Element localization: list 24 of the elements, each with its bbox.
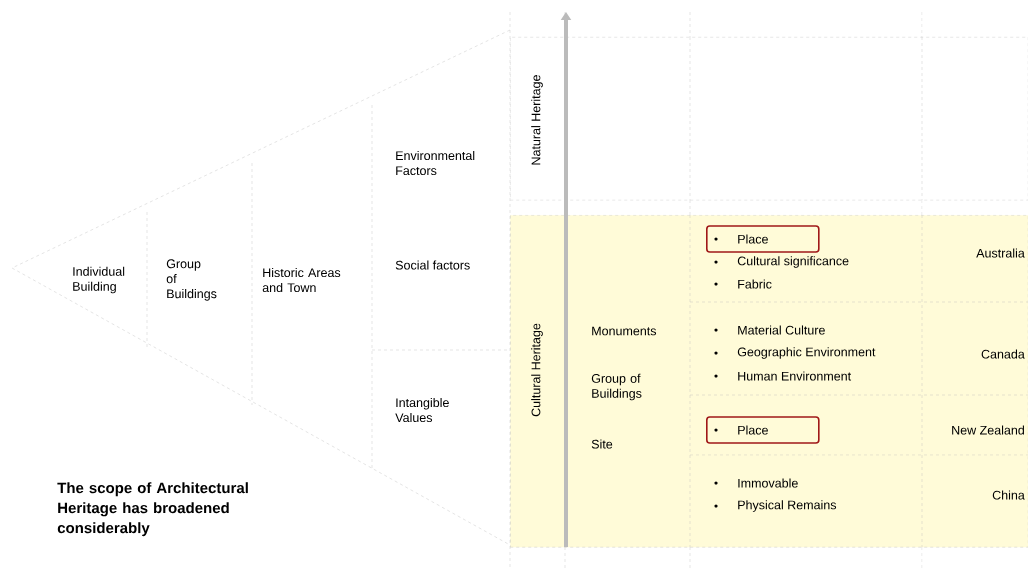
label: New Zealand	[952, 425, 1024, 435]
label: Material Culture	[738, 325, 825, 335]
label: Group of Buildings	[166, 259, 217, 301]
label: Historic Areas and Town	[262, 267, 341, 293]
label: Intangible Values	[395, 397, 449, 423]
label: Individual Building	[73, 266, 125, 294]
label: Environmental Factors	[396, 150, 475, 176]
label: Canada	[981, 349, 1025, 359]
label: Physical Remains	[738, 500, 837, 512]
label: Group of Buildings	[591, 373, 642, 401]
caption: The scope of Architectural Heritage has broadened considerably	[57, 482, 248, 537]
label: Monuments	[592, 326, 657, 336]
highlight-box: Place	[706, 416, 820, 444]
label: Geographic Environment	[737, 347, 876, 359]
label: Social factors	[395, 260, 470, 270]
label: Site	[591, 439, 613, 449]
label: Australia	[976, 248, 1025, 258]
heritage-band: Natural Heritage	[510, 36, 1028, 201]
label: Cultural significance	[737, 256, 849, 268]
label: Fabric	[738, 279, 772, 289]
label: Human Environment	[738, 371, 852, 381]
highlight-box: Place	[706, 225, 820, 253]
label: Immovable	[738, 478, 798, 488]
label: China	[992, 490, 1025, 500]
